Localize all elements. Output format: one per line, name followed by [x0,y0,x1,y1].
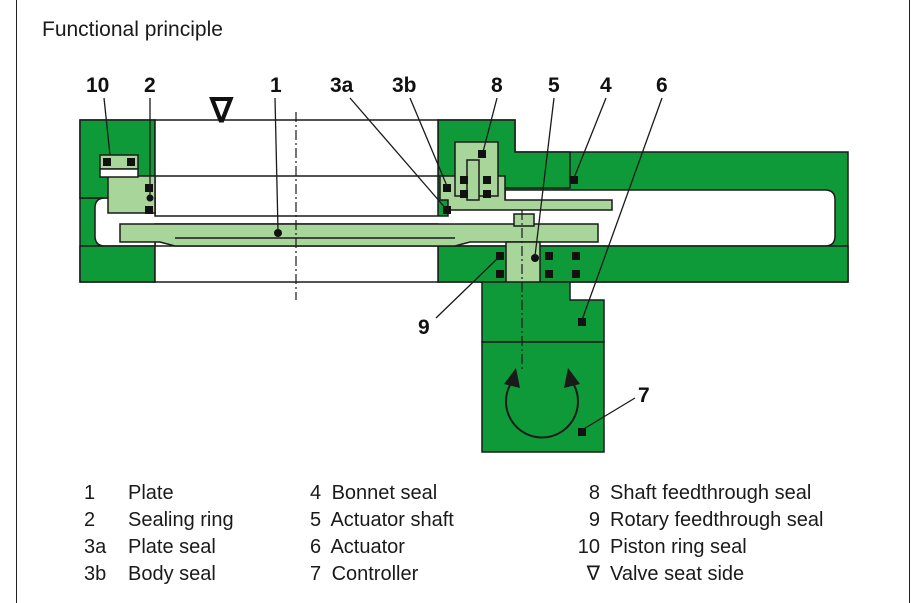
seal-mark [103,158,111,166]
callout-9: 9 [418,316,430,339]
leader-4 [573,97,607,179]
callout-4: 4 [600,74,612,97]
seal-mark [460,176,468,184]
callout-1: 1 [270,74,282,97]
seal-mark [460,190,468,198]
seal-mark [443,184,451,192]
callout-3a: 3a [330,74,354,97]
sealing-ring [107,175,156,214]
callout-2: 2 [144,74,156,97]
seal-mark [572,252,580,260]
sealing-ring-dot [146,194,154,202]
leader-3a [349,97,448,211]
seal-mark [145,206,153,214]
callout-10: 10 [86,74,109,97]
figure-title: Functional principle [42,18,223,41]
plate-pivot-dot [274,229,282,237]
shaft-head [513,213,535,227]
plate [119,223,599,247]
legend-item: 4 Bonnet seal [310,482,438,504]
rotation-arc [505,384,579,439]
actuator [481,281,605,343]
actuator-shaft [505,241,541,287]
leader-3b [409,97,448,187]
leader-10 [103,97,111,156]
piston-ring-seal-gap [99,168,139,178]
rotation-arrowhead-right [564,368,580,388]
seal-mark [578,318,586,326]
valve-body-bottom-left [79,245,156,283]
callout-3b: 3b [392,74,417,97]
legend-item: 5 Actuator shaft [310,509,454,531]
seal-mark [145,184,153,192]
legend-item: 7 Controller [310,563,419,585]
shaft-dot [531,254,539,262]
leader-7 [581,397,636,431]
legend-column-2: 4 Bonnet seal 5 Actuator shaft 6 Actuato… [310,480,454,588]
seal-mark [578,428,586,436]
seal-mark [496,270,504,278]
seal-mark [545,270,553,278]
callout-5: 5 [548,74,560,97]
seal-mark [572,270,580,278]
leader-8 [482,97,498,153]
seal-mark [570,176,578,184]
seal-mark [496,252,504,260]
leader-9 [435,257,499,319]
leader-6 [581,97,663,321]
seal-mark [127,158,135,166]
seal-mark [478,150,486,158]
rotation-arrowhead-left [504,368,520,388]
valve-seat-symbol: ∇ [209,93,234,130]
seal-mark [545,252,553,260]
leader-5 [534,97,555,257]
feedthrough-pin [466,159,480,201]
legend-item: 6 Actuator [310,536,405,558]
callout-8: 8 [491,74,503,97]
seal-mark [483,176,491,184]
figure-frame [16,0,910,603]
seal-mark [483,190,491,198]
legend-item: ∇Valve seat side [586,563,745,585]
leader-1 [274,97,279,231]
callout-7: 7 [638,384,650,407]
callout-6: 6 [656,74,668,97]
